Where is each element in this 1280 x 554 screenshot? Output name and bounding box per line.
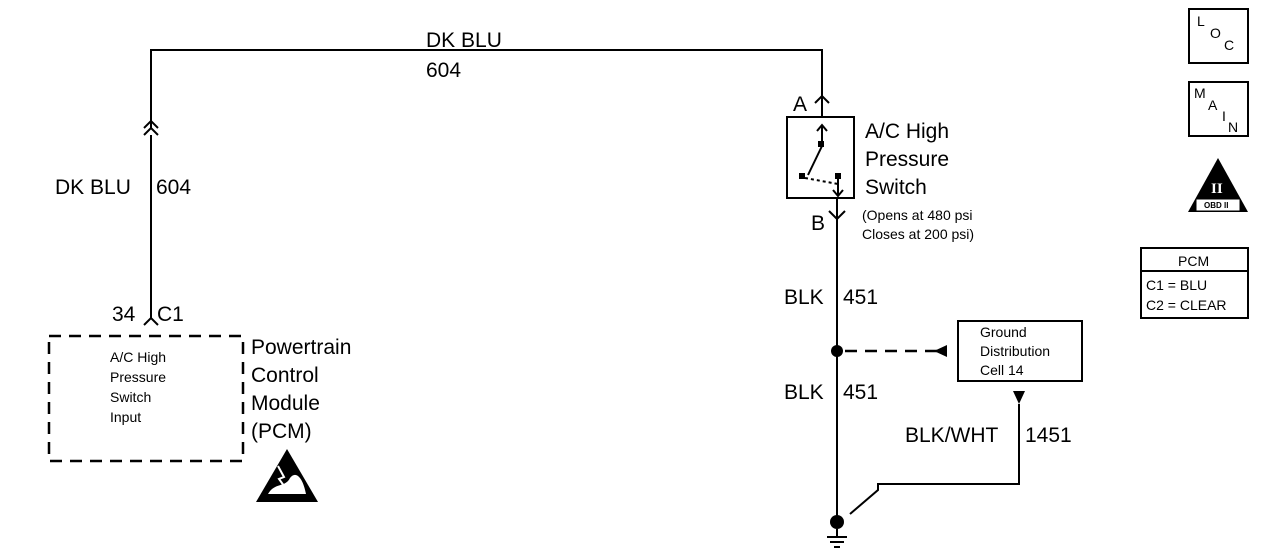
- wire-blk-lower-circuit: 451: [843, 381, 878, 404]
- loc-icon[interactable]: L O C: [1188, 8, 1249, 64]
- wire-left-color-label: DK BLU: [55, 176, 131, 199]
- loc-letter-c: C: [1224, 37, 1234, 53]
- switch-symbol-icon: [799, 123, 844, 198]
- legend-title: PCM: [1178, 253, 1209, 269]
- switch-name-line-3: Switch: [865, 176, 927, 199]
- wire-blk-wht-1451: [849, 404, 1020, 515]
- pcm-title-line-2: Control: [251, 364, 319, 387]
- wire-blk-upper-circuit: 451: [843, 286, 878, 309]
- ground-dist-line-2: Distribution: [980, 343, 1050, 359]
- switch-name-line-1: A/C High: [865, 120, 949, 143]
- switch-terminal-a: A: [793, 93, 807, 116]
- main-letter-i: I: [1222, 108, 1226, 124]
- loc-letter-l: L: [1197, 13, 1205, 29]
- ground-icon: [827, 515, 847, 548]
- wire-blkwht-circuit: 1451: [1025, 424, 1072, 447]
- wire-top-color-label: DK BLU: [426, 29, 502, 52]
- main-letter-n: N: [1228, 119, 1238, 135]
- loc-letter-o: O: [1210, 25, 1221, 41]
- ground-distribution-box: [957, 320, 1083, 382]
- ground-dist-line-3: Cell 14: [980, 362, 1024, 378]
- switch-note-line-2: Closes at 200 psi): [862, 226, 974, 242]
- wire-left-circuit-label: 604: [156, 176, 191, 199]
- esd-warning-icon: [256, 449, 318, 502]
- wire-blk-lower-color: BLK: [784, 381, 824, 404]
- pcm-inner-line-1: A/C High: [110, 349, 166, 365]
- pcm-title-line-3: Module: [251, 392, 320, 415]
- blkwht-arrow-icon: [1013, 391, 1025, 404]
- wire-blkwht-color: BLK/WHT: [905, 424, 999, 447]
- switch-terminal-b: B: [811, 212, 825, 235]
- inline-connector-chevrons: [143, 119, 159, 136]
- switch-name-line-2: Pressure: [865, 148, 949, 171]
- pcm-connector-legend: PCM C1 = BLU C2 = CLEAR: [1140, 247, 1249, 319]
- legend-row-2: C2 = CLEAR: [1146, 297, 1227, 313]
- switch-box: [786, 116, 855, 199]
- obd-ii-icon[interactable]: II OBD II: [1188, 158, 1248, 212]
- pcm-title-line-1: Powertrain: [251, 336, 351, 359]
- wire-dk-blu-604: [150, 49, 823, 128]
- main-icon[interactable]: M A I N: [1188, 81, 1249, 137]
- pcm-inner-line-4: Input: [110, 409, 141, 425]
- pcm-pin-label: 34: [112, 303, 136, 326]
- pcm-connector-chevron: [143, 316, 159, 326]
- obd-numeral: II: [1211, 181, 1223, 197]
- pcm-inner-line-2: Pressure: [110, 369, 166, 385]
- wire-top-circuit-label: 604: [426, 59, 461, 82]
- obd-label: OBD II: [1204, 201, 1228, 210]
- ground-dist-line-1: Ground: [980, 324, 1027, 340]
- legend-row-1: C1 = BLU: [1146, 277, 1207, 293]
- splice-point: [831, 345, 843, 357]
- pcm-connector-label: C1: [157, 303, 184, 326]
- splice-link-arrow-icon: [934, 345, 947, 357]
- switch-note-line-1: (Opens at 480 psi: [862, 207, 973, 223]
- main-letter-a: A: [1208, 97, 1218, 113]
- wire-blk-upper-color: BLK: [784, 286, 824, 309]
- pcm-inner-line-3: Switch: [110, 389, 151, 405]
- pcm-title-line-4: (PCM): [251, 420, 312, 443]
- main-letter-m: M: [1194, 85, 1206, 101]
